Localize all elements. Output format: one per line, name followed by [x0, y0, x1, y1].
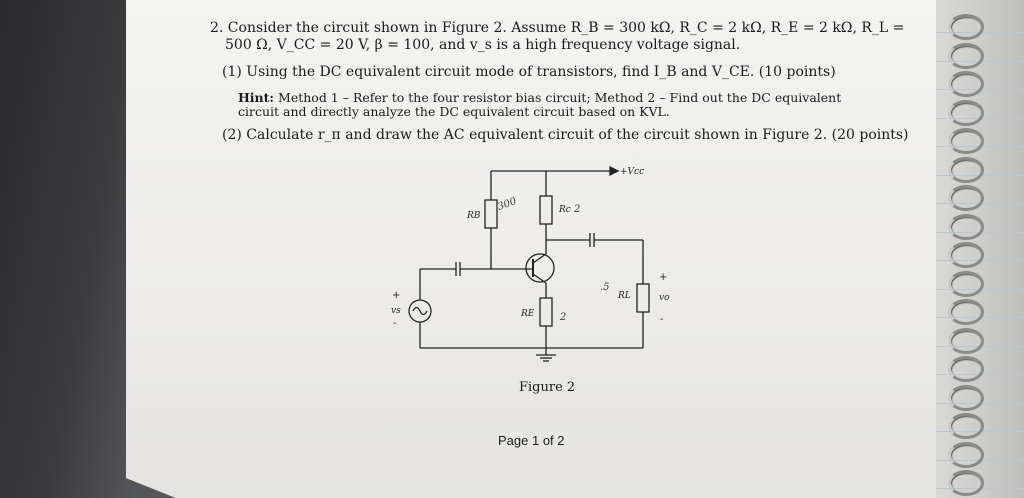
- handwritten-rc-value: 2: [573, 204, 580, 215]
- spiral-ring: [948, 42, 984, 69]
- question-line-1: 2. Consider the circuit shown in Figure …: [210, 20, 905, 36]
- spiral-ring: [948, 327, 984, 354]
- re-label: RE: [520, 309, 535, 319]
- hint-line-1: Hint: Method 1 – Refer to the four resis…: [238, 90, 841, 105]
- hint-text-1: Method 1 – Refer to the four resistor bi…: [278, 90, 842, 105]
- vs-minus: -: [393, 318, 396, 329]
- spiral-ring: [948, 299, 984, 325]
- vcc-arrow: [609, 165, 620, 177]
- rb-resistor: [484, 199, 498, 229]
- spiral-ring: [948, 71, 984, 97]
- vs-plus: +: [392, 290, 400, 301]
- handwritten-rb-value: 300: [496, 196, 518, 213]
- spiral-ring: [948, 470, 984, 496]
- collector-lead: [532, 253, 547, 264]
- question-part-1: (1) Using the DC equivalent circuit mode…: [222, 64, 836, 80]
- spiral-ring: [948, 384, 984, 411]
- page-number: Page 1 of 2: [498, 433, 565, 448]
- hint-label: Hint:: [238, 90, 275, 105]
- handwritten-rl-value: .5: [600, 282, 610, 293]
- rl-label: RL: [617, 291, 631, 301]
- figure-caption: Figure 2: [519, 380, 576, 395]
- spiral-ring: [948, 356, 984, 382]
- paper-sheet: [126, 0, 956, 498]
- spiral-ring: [948, 14, 984, 40]
- question-part-2: (2) Calculate r_π and draw the AC equiva…: [222, 127, 909, 143]
- question-line-2: 500 Ω, V_CC = 20 V, β = 100, and v_s is …: [225, 37, 741, 53]
- rc-label: Rc: [558, 205, 571, 215]
- emitter-lead: [532, 273, 547, 284]
- spiral-ring: [948, 213, 984, 240]
- rb-label: RB: [466, 211, 481, 221]
- spiral-ring: [948, 156, 984, 183]
- rc-resistor: [539, 195, 553, 225]
- spiral-ring: [948, 99, 984, 126]
- vs-label: vs: [391, 306, 401, 316]
- rl-resistor: [636, 283, 650, 313]
- spiral-ring: [948, 441, 984, 468]
- handwritten-re-value: 2: [559, 312, 566, 323]
- vo-minus: -: [660, 314, 663, 325]
- spiral-ring: [948, 242, 984, 268]
- spiral-ring: [948, 413, 984, 439]
- hint-line-2: circuit and directly analyze the DC equi…: [238, 104, 670, 119]
- vcc-label: +Vcc: [620, 167, 644, 177]
- vo-plus: +: [659, 272, 667, 283]
- re-resistor: [539, 297, 553, 327]
- transistor-symbol: [525, 253, 555, 283]
- spiral-ring: [948, 128, 984, 154]
- spiral-ring: [948, 270, 984, 297]
- sine-symbol: [412, 306, 428, 316]
- vo-label: vo: [659, 293, 670, 303]
- spiral-ring: [948, 185, 984, 211]
